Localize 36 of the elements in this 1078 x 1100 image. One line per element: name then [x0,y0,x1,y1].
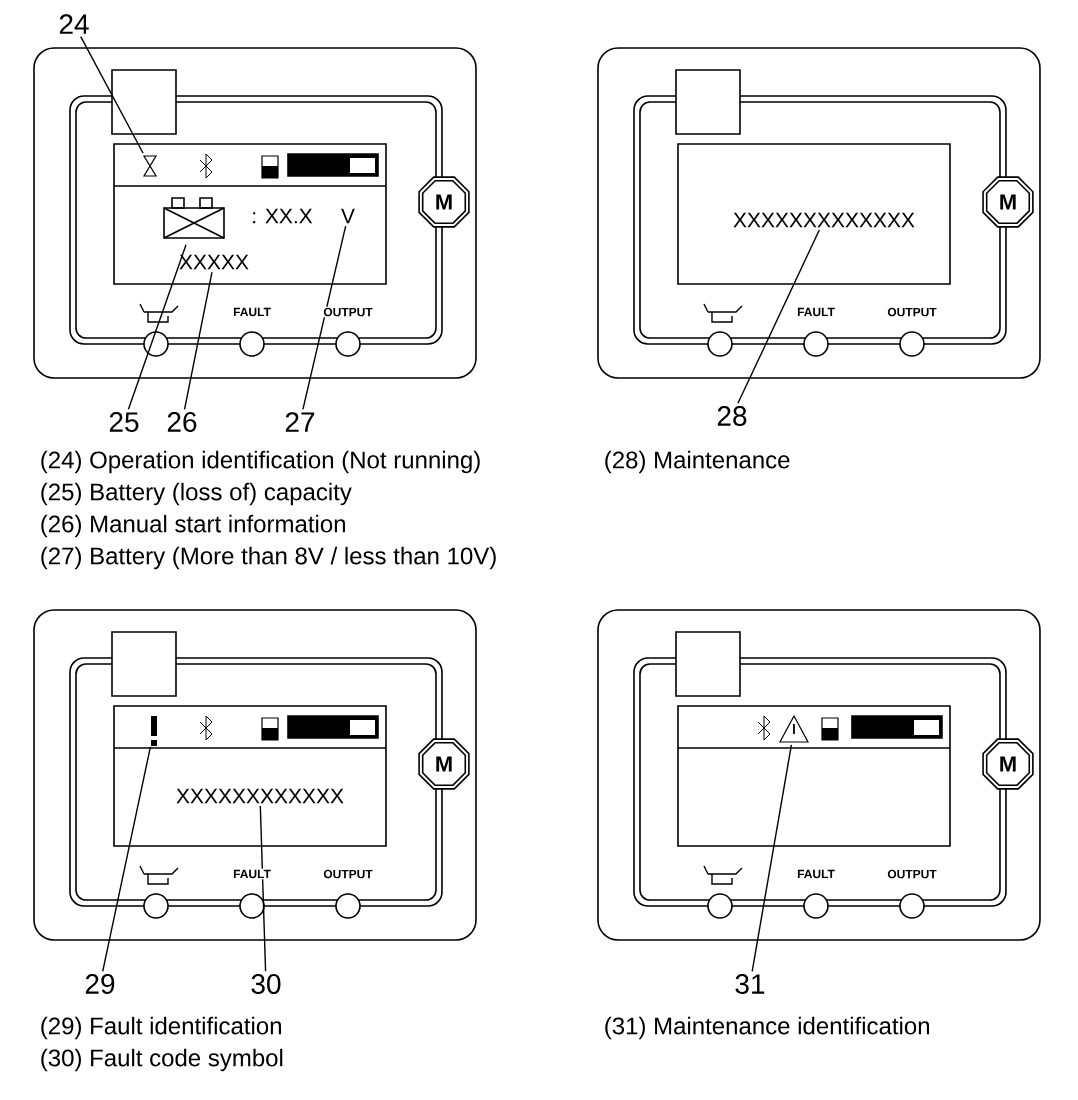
leader-line [80,35,144,154]
callout-number: 27 [285,412,315,432]
callout-number: 29 [85,974,115,994]
callout-number: 28 [717,406,747,426]
exclamation-icon [151,716,157,746]
leader-line [183,271,213,410]
mode-button: M [982,176,1034,228]
mode-button: M [418,738,470,790]
description-text: (25) Battery (loss of) capacity [41,482,352,506]
callout-number: 25 [109,412,139,432]
hourglass-icon [142,155,158,177]
leader-line [102,746,152,972]
display-text: XXXXXXXXXXXX [176,788,344,804]
mode-button: M [418,176,470,228]
callout-number: 31 [735,974,765,994]
battery-icon [163,197,225,239]
callout-number: 24 [59,14,89,34]
display-text: XXXXXXXXXXXXX [733,212,915,228]
display-text: : XX.X [253,208,313,224]
description-text: (31) Maintenance identification [605,1016,929,1040]
description-text: (27) Battery (More than 8V / less than 10V) [41,546,496,570]
display-text: V [341,208,355,224]
description-text: (29) Fault identification [41,1016,281,1040]
description-text: (28) Maintenance [605,450,790,474]
leader-line [259,805,267,972]
leader-line [751,744,793,972]
callout-number: 30 [251,974,281,994]
callout-number: 26 [167,412,197,432]
display-text: XXXXX [179,254,249,270]
description-text: (26) Manual start information [41,514,345,538]
description-text: (30) Fault code symbol [41,1048,283,1072]
mode-button: M [982,738,1034,790]
leader-line [302,225,347,411]
leader-line [737,229,820,404]
description-text: (24) Operation identification (Not running) [41,450,480,474]
leader-line [127,244,187,410]
